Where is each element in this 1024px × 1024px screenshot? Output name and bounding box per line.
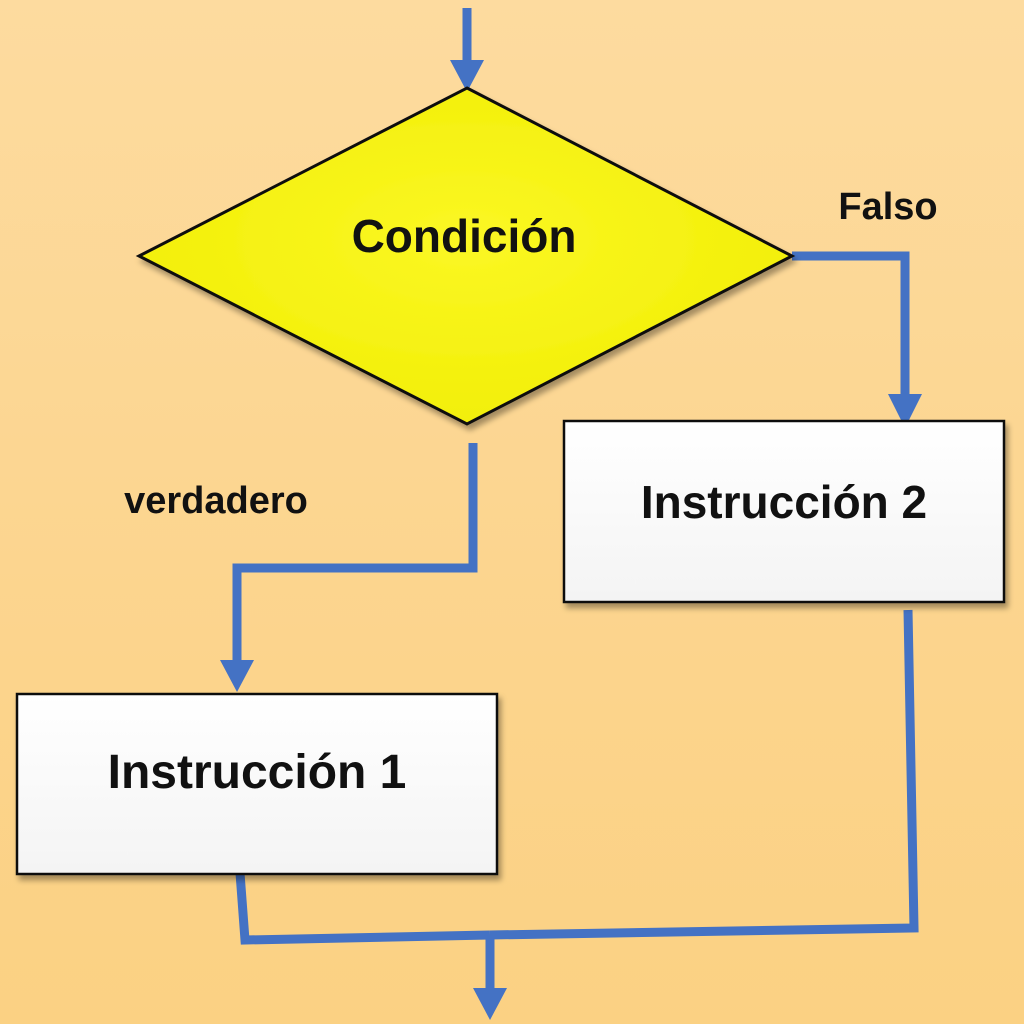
false-branch-label: Falso [838,186,937,228]
true-branch-label: verdadero [124,480,308,522]
instruction-1-label: Instrucción 1 [108,746,407,799]
exit-arrowhead-icon [473,988,507,1020]
decision-node: Condición [135,86,796,426]
false-branch-connector [792,251,910,398]
instruction-2-node: Instrucción 2 [562,419,1006,604]
connector-group [232,8,919,995]
instruction-1-node: Instrucción 1 [15,692,499,876]
entry-arrowhead-icon [450,60,484,92]
decision-label: Condición [352,210,577,262]
instruction-1-box [15,692,499,876]
true-branch-connector [232,443,478,666]
instruction-2-exit-connector [489,609,919,940]
instruction-2-label: Instrucción 2 [641,476,927,528]
false-branch-arrowhead-icon [888,394,922,428]
decision-diamond [135,86,796,426]
instruction-1-exit-connector [235,872,491,945]
arrowhead-group [220,60,922,1020]
true-branch-arrowhead-icon [220,660,254,692]
instruction-2-box [562,419,1006,604]
